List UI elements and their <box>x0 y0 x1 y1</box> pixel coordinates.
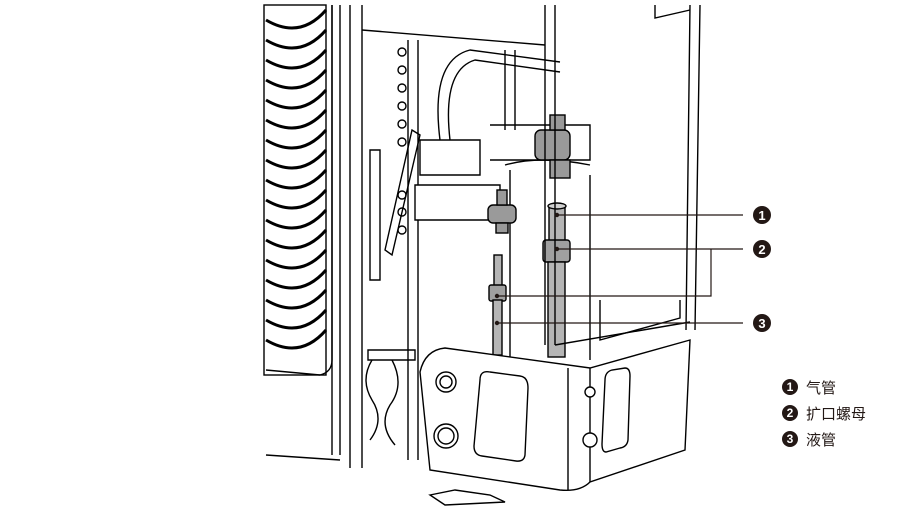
gas-service-valve <box>534 114 571 179</box>
callout-1: 1 <box>753 206 771 224</box>
legend-badge-3: 3 <box>782 431 798 447</box>
liquid-pipe <box>488 254 507 356</box>
callout-3: 3 <box>753 314 771 332</box>
fan-grille <box>263 4 333 376</box>
liquid-service-valve <box>487 189 517 234</box>
legend-label-2: 扩口螺母 <box>806 404 867 423</box>
legend-badge-1: 1 <box>782 379 798 395</box>
legend-label-3: 液管 <box>806 430 837 449</box>
legend: 1 气管 2 扩口螺母 3 液管 <box>782 374 866 452</box>
legend-badge-2: 2 <box>782 405 798 421</box>
gas-pipe <box>542 202 571 358</box>
service-cover <box>419 339 691 492</box>
legend-label-1: 气管 <box>806 378 837 397</box>
legend-item-liquid-pipe: 3 液管 <box>782 426 866 452</box>
leader-line-2-branch <box>497 249 712 297</box>
callout-2: 2 <box>753 240 771 258</box>
leader-lines <box>494 212 743 326</box>
legend-item-flare-nut: 2 扩口螺母 <box>782 400 866 426</box>
legend-item-gas-pipe: 1 气管 <box>782 374 866 400</box>
coil-headers <box>397 47 407 235</box>
